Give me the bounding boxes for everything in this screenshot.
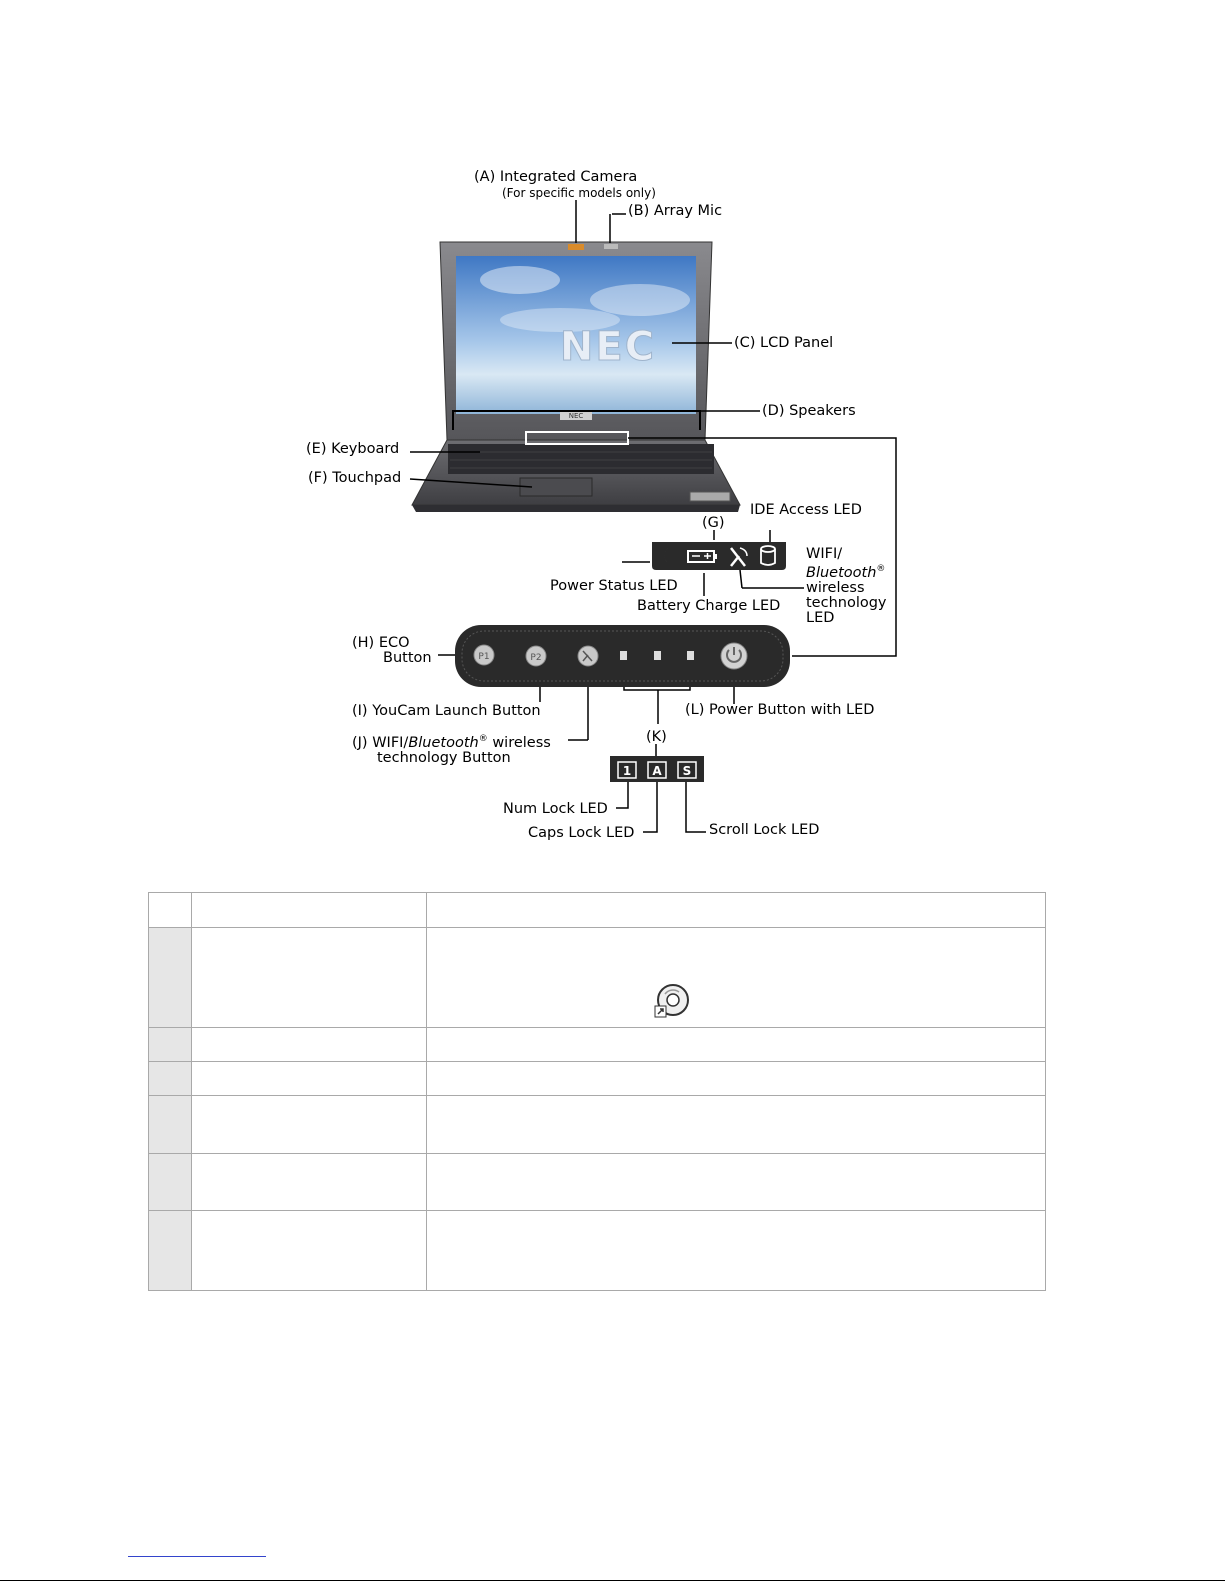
callout-b-mic: (B) Array Mic <box>628 203 723 219</box>
callout-a-camera: (A) Integrated Camera <box>474 169 638 185</box>
label-caps-lock: Caps Lock LED <box>528 825 635 841</box>
youcam-button[interactable]: P2 <box>525 645 547 667</box>
callout-h-eco: (H) ECO Button <box>352 635 432 666</box>
num-lock-led <box>620 651 627 660</box>
table-row <box>148 1153 1046 1211</box>
led-indicator-strip <box>652 542 786 570</box>
table-row <box>148 1210 1046 1291</box>
wireless-antenna-icon <box>730 547 748 567</box>
table-row <box>148 1027 1046 1062</box>
svg-text:P2: P2 <box>530 653 541 663</box>
power-button[interactable] <box>720 642 748 670</box>
array-mic <box>604 244 618 249</box>
hard-disk-icon <box>760 545 776 566</box>
svg-text:1: 1 <box>623 764 631 778</box>
label-battery-led: Battery Charge LED <box>637 598 781 614</box>
callout-l-power: (L) Power Button with LED <box>685 702 875 718</box>
keyboard-area <box>448 444 714 474</box>
label-scroll-lock: Scroll Lock LED <box>709 822 820 838</box>
disc-shortcut-icon <box>654 984 689 1018</box>
screen-logo: NEC <box>560 324 656 370</box>
button-panel: P1 P2 <box>455 625 790 687</box>
table-row <box>148 927 1046 1028</box>
svg-text:A: A <box>652 764 662 778</box>
label-power-status-led: Power Status LED <box>550 578 678 594</box>
laptop-diagram: NEC NEC <box>409 200 897 833</box>
footer-link-underline[interactable] <box>128 1556 266 1557</box>
callout-j-wireless: (J) WIFI/Bluetooth® wireless technology … <box>352 734 551 766</box>
lcd-screen <box>456 256 696 414</box>
caps-lock-led <box>654 651 661 660</box>
callout-i-youcam: (I) YouCam Launch Button <box>352 703 541 719</box>
svg-text:P1: P1 <box>478 652 489 662</box>
callout-a-note: (For specific models only) <box>502 186 656 200</box>
scroll-lock-led <box>687 651 694 660</box>
bezel-logo: NEC <box>569 412 584 420</box>
camera <box>568 244 584 250</box>
lock-led-strip: 1 A S <box>610 756 704 782</box>
callout-k: (K) <box>646 729 667 745</box>
callout-d-speakers: (D) Speakers <box>762 403 856 419</box>
wireless-button[interactable] <box>577 645 599 667</box>
callout-c-lcd: (C) LCD Panel <box>734 335 834 351</box>
caps-lock-key: A <box>647 761 667 779</box>
label-num-lock: Num Lock LED <box>503 801 608 817</box>
callout-e-keyboard: (E) Keyboard <box>306 441 400 457</box>
num-lock-key: 1 <box>617 761 637 779</box>
svg-text:S: S <box>683 764 692 778</box>
label-wifi-led: WIFI/ Bluetooth® wireless technology LED <box>806 546 887 626</box>
touchpad-area <box>519 477 593 497</box>
laptop-lid: NEC NEC <box>439 241 713 441</box>
footer-rule <box>0 1580 1225 1581</box>
callout-f-touchpad: (F) Touchpad <box>308 470 402 486</box>
component-table <box>148 892 1046 1291</box>
scroll-lock-key: S <box>677 761 697 779</box>
table-row <box>148 1095 1046 1154</box>
eco-button[interactable]: P1 <box>473 644 495 666</box>
table-header-row <box>148 892 1046 928</box>
label-ide-led: IDE Access LED <box>750 502 862 518</box>
callout-g: (G) <box>702 515 725 531</box>
table-row <box>148 1061 1046 1096</box>
laptop-base <box>411 439 741 512</box>
battery-icon <box>687 550 717 563</box>
